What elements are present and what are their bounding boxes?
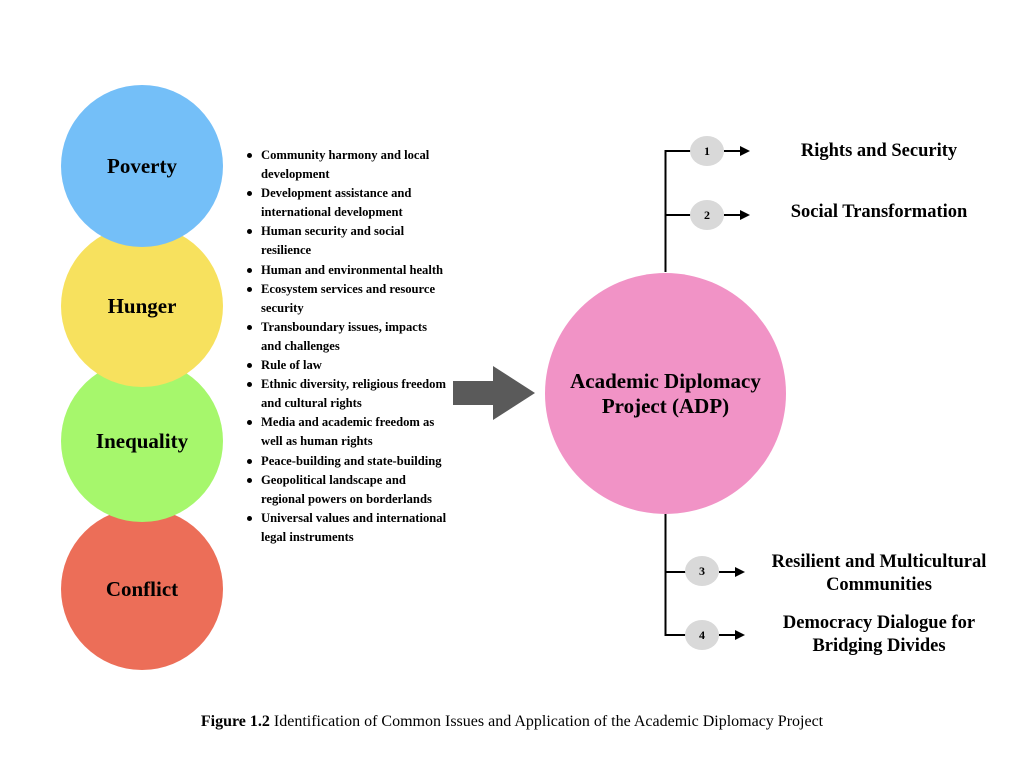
issue-circle-poverty: Poverty	[61, 85, 223, 247]
topic-item: Geopolitical landscape and regional powe…	[243, 471, 448, 509]
topic-item: Development assistance and international…	[243, 184, 448, 222]
issue-label-inequality: Inequality	[95, 428, 189, 453]
flow-arrow-icon	[453, 366, 535, 420]
topic-item: Human and environmental health	[243, 261, 448, 280]
figure-caption-text: Identification of Common Issues and Appl…	[269, 713, 824, 730]
topic-item: Peace-building and state-building	[243, 452, 448, 471]
issue-circle-hunger: Hunger	[61, 225, 223, 387]
topic-item: Ecosystem services and resource security	[243, 280, 448, 318]
issue-label-hunger: Hunger	[107, 293, 177, 318]
issue-circle-inequality: Inequality	[61, 360, 223, 522]
topic-item: Ethnic diversity, religious freedom and …	[243, 375, 448, 413]
outcome-number-badge: 1	[690, 136, 724, 166]
topic-item: Community harmony and local development	[243, 146, 448, 184]
topic-item: Transboundary issues, impacts and challe…	[243, 318, 448, 356]
figure-caption-label: Figure 1.2	[200, 713, 270, 730]
topic-item: Universal values and international legal…	[243, 509, 448, 547]
issue-label-conflict: Conflict	[105, 576, 179, 601]
outcome-number-badge: 2	[690, 200, 724, 230]
outcome-number-badge: 3	[685, 556, 719, 586]
topics-list: Community harmony and local development …	[243, 146, 448, 547]
figure-caption: Figure 1.2 Identification of Common Issu…	[0, 713, 1024, 731]
outcome-label-social-transformation: Social Transformation	[790, 202, 968, 222]
topic-item: Rule of law	[243, 356, 448, 375]
issue-circle-conflict: Conflict	[61, 508, 223, 670]
issue-label-poverty: Poverty	[107, 153, 177, 178]
outcome-number-badge: 4	[685, 620, 719, 650]
outcome-label-rights-security: Rights and Security	[800, 141, 958, 161]
topic-item: Media and academic freedom as well as hu…	[243, 413, 448, 451]
topic-item: Human security and social resilience	[243, 222, 448, 260]
